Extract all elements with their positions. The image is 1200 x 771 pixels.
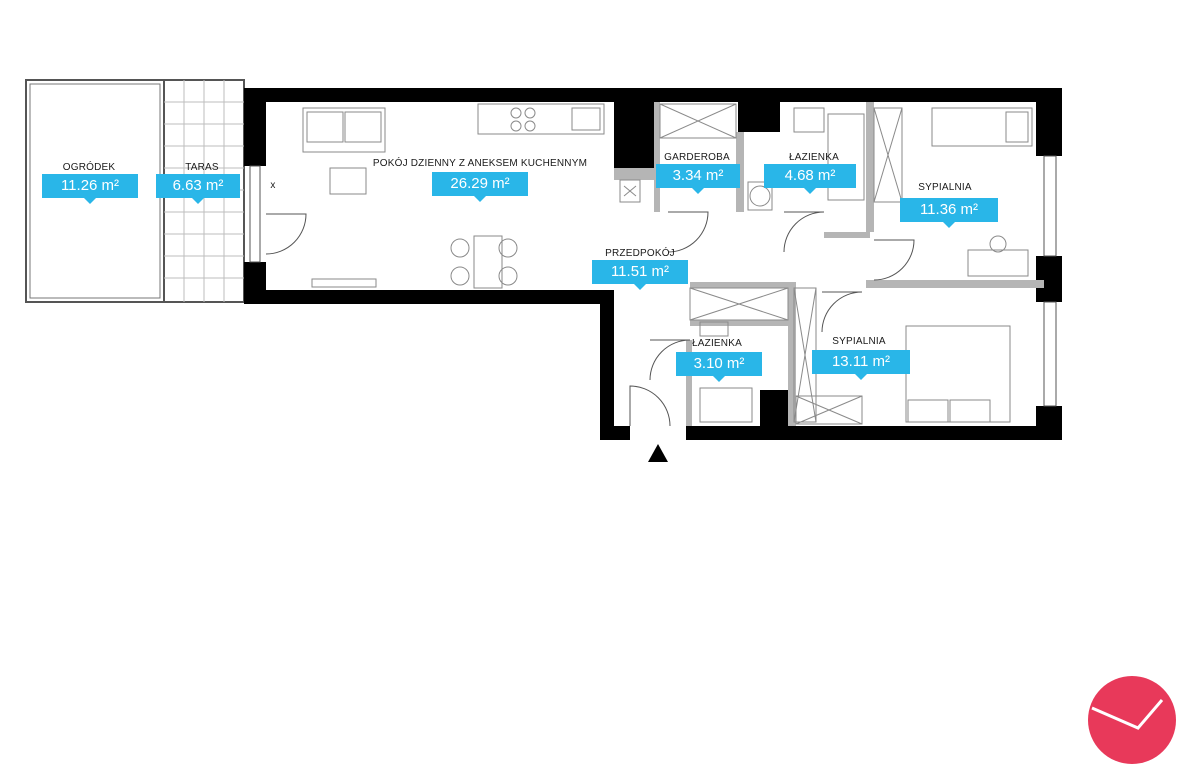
area-badge-sypialnia-2: 13.11 m² — [812, 350, 910, 380]
area-badge-lazienka-1: 4.68 m² — [764, 164, 856, 194]
area-badge-taras: 6.63 m² — [156, 174, 240, 204]
marker-x: x — [270, 180, 276, 191]
room-name-ogrodek: OGRÓDEK — [62, 162, 116, 173]
area-badge-garderoba: 3.34 m² — [656, 164, 740, 194]
door-swings — [265, 211, 915, 427]
logo-icon — [1088, 676, 1176, 764]
room-name-garderoba: GARDEROBA — [664, 152, 730, 163]
area-badge-sypialnia-1: 11.36 m² — [900, 198, 998, 228]
room-name-lazienka-1: ŁAZIENKA — [789, 152, 839, 163]
room-name-sypialnia-2: SYPIALNIA — [832, 336, 886, 347]
area-badge-przedpokoj: 11.51 m² — [592, 260, 688, 290]
room-name-taras: TARAS — [185, 162, 219, 173]
exterior-walls — [244, 88, 1062, 440]
area-badge-lazienka-2: 3.10 m² — [676, 352, 762, 382]
room-name-pokoj: POKÓJ DZIENNY Z ANEKSEM KUCHENNYM — [372, 158, 588, 169]
area-badge-ogrodek: 11.26 m² — [42, 174, 138, 204]
windows — [249, 155, 1057, 407]
entrance-arrow-icon — [648, 444, 668, 462]
room-name-lazienka-2: ŁAZIENKA — [692, 338, 742, 349]
room-name-sypialnia-1: SYPIALNIA — [918, 182, 972, 193]
area-badge-pokoj: 26.29 m² — [432, 172, 528, 202]
fixtures — [302, 103, 1033, 425]
interior-walls — [614, 102, 1044, 426]
room-name-przedpokoj: PRZEDPOKÓJ — [605, 248, 675, 259]
